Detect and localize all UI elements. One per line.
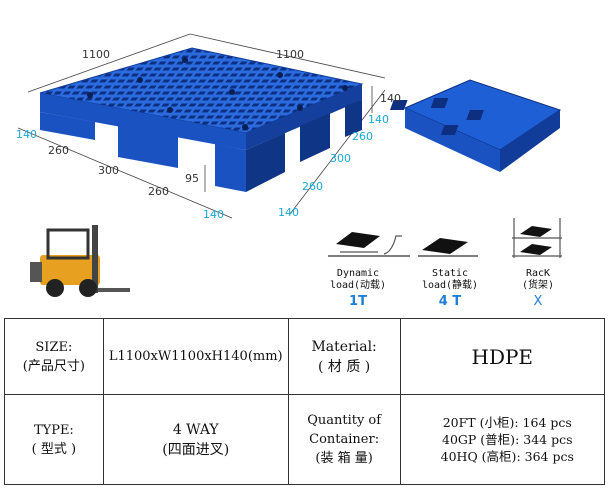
static-load-value: 4 T	[438, 294, 462, 309]
dim-left-1: 140	[16, 128, 37, 141]
quantity-label-cn: (装 箱 量)	[315, 451, 373, 466]
dim-top-left: 1100	[82, 48, 110, 61]
rack-icon	[512, 218, 562, 258]
dim-right-2: 260	[352, 130, 373, 143]
dim-leg-height: 95	[185, 172, 199, 185]
type-value-cell: 4 WAY (四面进叉)	[102, 394, 289, 485]
forklift-image	[30, 225, 130, 297]
material-label: Material:	[311, 338, 377, 355]
dynamic-load-icon	[328, 232, 410, 257]
spec-table: SIZE: (产品尺寸) L1100xW1100xH140(mm) Materi…	[4, 318, 606, 485]
quantity-label: Quantity of	[307, 413, 382, 428]
rack-value: X	[533, 294, 543, 309]
rack-caption: RacK(货架)	[521, 268, 555, 291]
size-label-cell: SIZE: (产品尺寸)	[4, 318, 104, 395]
container-row: 40GP (普柜): 344 pcs	[442, 432, 573, 447]
container-list: 20FT (小柜): 164 pcs 40GP (普柜): 344 pcs 40…	[399, 394, 606, 485]
material-label-cn: ( 材 质 )	[317, 358, 371, 375]
dim-left-2: 260	[48, 144, 69, 157]
dim-top-right: 1100	[276, 48, 304, 61]
container-row: 20FT (小柜): 164 pcs	[442, 415, 572, 430]
quantity-label-cell: Quantity of Container: (装 箱 量)	[287, 394, 401, 485]
quantity-label-2: Container:	[309, 432, 380, 447]
dim-right-5: 140	[278, 206, 299, 219]
dim-right-4: 260	[302, 180, 323, 193]
dim-right-1: 140	[368, 113, 389, 126]
dim-height: 140	[380, 92, 401, 105]
type-label-cell: TYPE: ( 型式 )	[4, 394, 104, 485]
size-label-cn: (产品尺寸)	[22, 358, 85, 374]
pallet-diagram	[17, 33, 562, 297]
material-label-cell: Material: ( 材 质 )	[287, 318, 401, 395]
container-row: 40HQ (高柜): 364 pcs	[440, 449, 574, 464]
type-value-cn: (四面进叉)	[162, 441, 230, 458]
dim-right-3: 300	[330, 152, 351, 165]
dim-left-5: 140	[203, 208, 224, 221]
dim-left-3: 300	[98, 164, 119, 177]
type-label-cn: ( 型式 )	[31, 441, 77, 457]
dynamic-load-value: 1T	[349, 294, 367, 309]
size-label: SIZE:	[35, 339, 73, 355]
type-label: TYPE:	[33, 422, 74, 438]
pallet-bottom-view	[389, 79, 562, 172]
size-value: L1100xW1100xH140(mm)	[102, 318, 289, 395]
type-value: 4 WAY	[172, 421, 219, 438]
material-value: HDPE	[399, 318, 606, 395]
dim-left-4: 260	[148, 185, 169, 198]
static-load-icon	[418, 238, 478, 257]
